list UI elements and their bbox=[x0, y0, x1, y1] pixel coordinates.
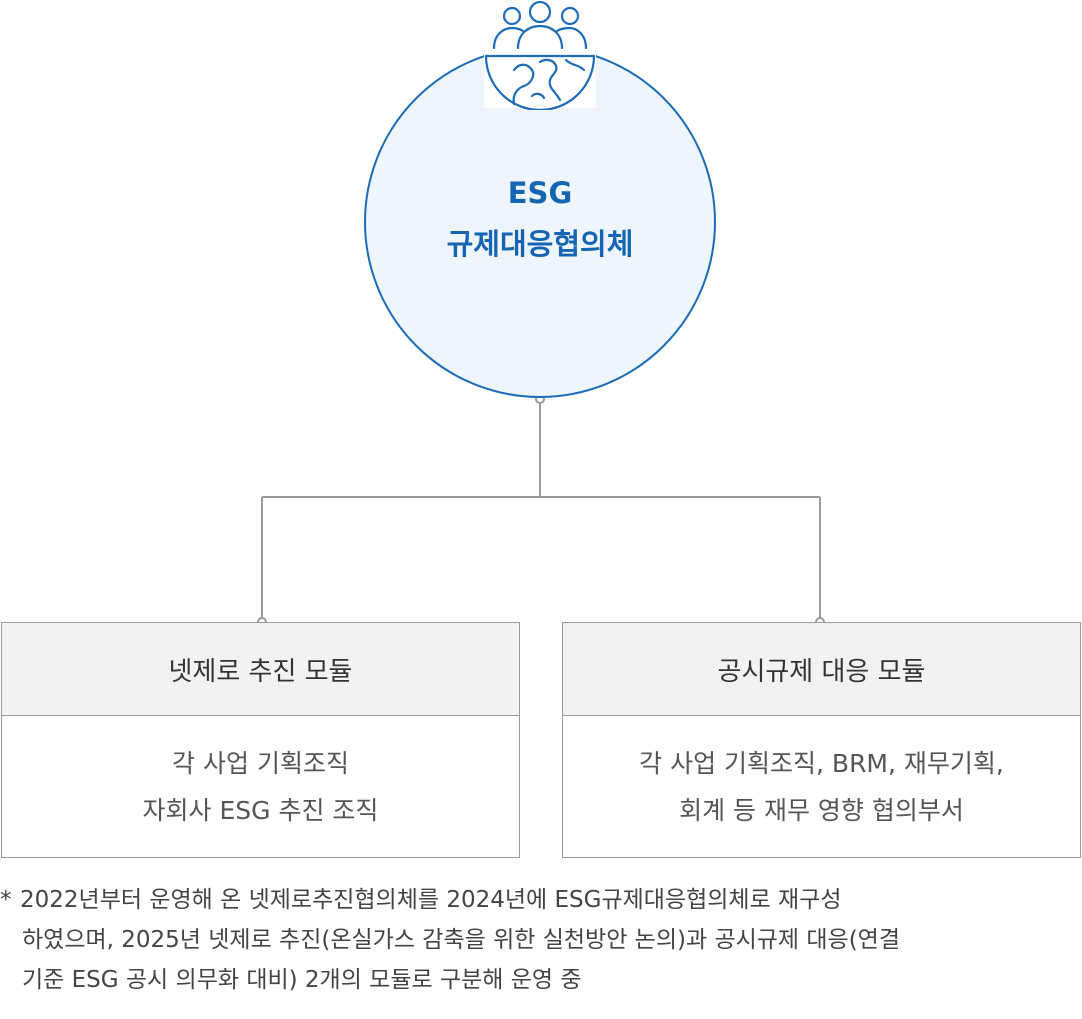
footnote-line: 기준 ESG 공시 의무화 대비) 2개의 모듈로 구분해 운영 중 bbox=[22, 967, 582, 993]
module-title: 넷제로 추진 모듈 bbox=[168, 656, 353, 687]
footnote-line: 하였으며, 2025년 넷제로 추진(온실가스 감축을 위한 실천방안 논의)과… bbox=[22, 927, 901, 953]
footnote: * 2022년부터 운영해 온 넷제로추진협의체를 2024년에 ESG규제대응협… bbox=[0, 880, 1082, 1000]
people-globe-icon bbox=[480, 0, 600, 112]
netzero-module-box: 넷제로 추진 모듈 각 사업 기획조직 자회사 ESG 추진 조직 bbox=[1, 622, 520, 858]
module-line: 각 사업 기획조직 bbox=[172, 748, 349, 778]
module-header: 공시규제 대응 모듈 bbox=[563, 623, 1080, 716]
council-title: ESG 규제대응협의체 bbox=[380, 168, 700, 270]
footnote-marker: * bbox=[0, 887, 12, 913]
footnote-line: * 2022년부터 운영해 온 넷제로추진협의체를 2024년에 ESG규제대응협… bbox=[0, 880, 1082, 920]
module-line: 회계 등 재무 영향 협의부서 bbox=[679, 795, 964, 825]
council-title-line1: ESG bbox=[507, 176, 573, 210]
council-title-line2: 규제대응협의체 bbox=[446, 227, 634, 261]
module-title: 공시규제 대응 모듈 bbox=[717, 656, 926, 687]
footnote-text: 2022년부터 운영해 온 넷제로추진협의체를 2024년에 ESG규제대응협의… bbox=[20, 887, 842, 913]
module-line: 각 사업 기획조직, BRM, 재무기획, bbox=[639, 748, 1004, 778]
disclosure-module-box: 공시규제 대응 모듈 각 사업 기획조직, BRM, 재무기획, 회계 등 재무… bbox=[562, 622, 1081, 858]
module-body: 각 사업 기획조직 자회사 ESG 추진 조직 bbox=[2, 716, 519, 857]
module-body: 각 사업 기획조직, BRM, 재무기획, 회계 등 재무 영향 협의부서 bbox=[563, 716, 1080, 857]
module-header: 넷제로 추진 모듈 bbox=[2, 623, 519, 716]
module-line: 자회사 ESG 추진 조직 bbox=[142, 795, 379, 825]
